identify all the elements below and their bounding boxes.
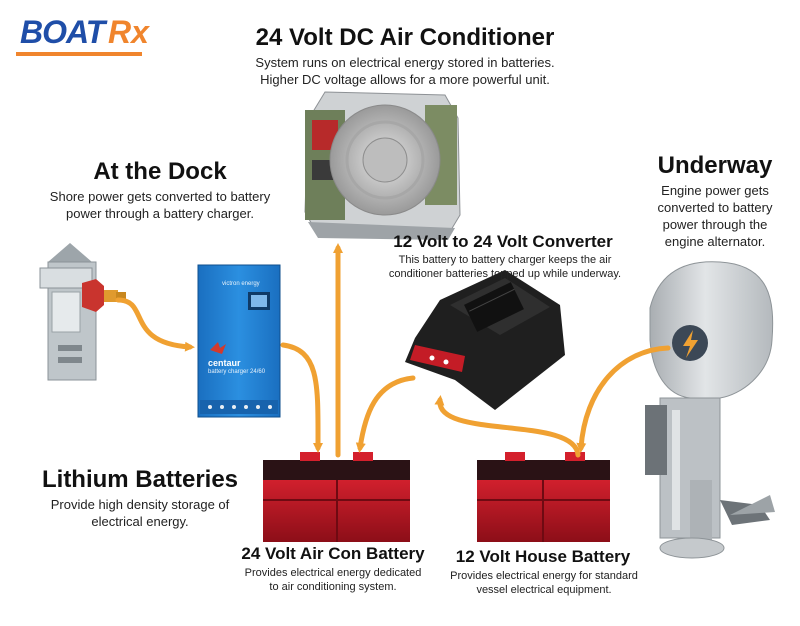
house-battery-description: Provides electrical energy for standard … — [432, 569, 656, 597]
converter-description: This battery to battery charger keeps th… — [360, 253, 650, 281]
logo-underline — [16, 52, 142, 56]
underway-description: Engine power gets converted to battery p… — [640, 182, 790, 250]
lithium-title: Lithium Batteries — [41, 466, 239, 493]
boatrx-logo[interactable]: BOAT Rx — [16, 14, 156, 58]
underway-description-line4: engine alternator. — [664, 234, 766, 249]
dc-dc-converter — [405, 270, 565, 410]
charger-model: centaur — [208, 358, 241, 368]
ac-battery-description: Provides electrical energy dedicated to … — [220, 566, 446, 594]
ac-title: 24 Volt DC Air Conditioner — [255, 24, 555, 51]
house-battery-title: 12 Volt House Battery — [455, 547, 631, 566]
logo-text: BOAT — [20, 14, 105, 50]
lithium-description-line1: Provide high density storage of — [50, 497, 230, 512]
dock-description-line2: power through a battery charger. — [66, 206, 254, 221]
converter-description-line2: conditioner batteries topped up while un… — [388, 268, 622, 280]
ac-battery-description-line1: Provides electrical energy dedicated — [244, 567, 422, 579]
converter-title: 12 Volt to 24 Volt Converter — [393, 232, 613, 251]
arrow-engine-to-house-battery — [576, 345, 671, 453]
underway-description-line1: Engine power gets — [661, 183, 769, 198]
arrow-charger-to-ac-battery — [280, 342, 324, 453]
dock-description: Shore power gets converted to battery po… — [20, 188, 300, 222]
charger-brand: victron energy — [222, 281, 260, 287]
ac-description-line1: System runs on electrical energy stored … — [255, 55, 555, 70]
underway-title: Underway — [657, 152, 773, 179]
arrow-pedestal-to-charger — [115, 297, 195, 352]
arrow-converter-to-ac-battery — [355, 375, 416, 453]
underway-description-line2: converted to battery — [657, 200, 773, 215]
house-battery-description-line1: Provides electrical energy for standard — [450, 570, 638, 582]
air-conditioner-unit — [304, 91, 461, 240]
lithium-description-line2: electrical energy. — [91, 514, 189, 529]
underway-description-line3: power through the — [662, 217, 768, 232]
ac-description-line2: Higher DC voltage allows for a more powe… — [260, 72, 550, 87]
converter-description-line1: This battery to battery charger keeps th… — [398, 254, 612, 266]
charger-label: battery charger 24/60 — [208, 369, 266, 375]
logo-accent: Rx — [108, 14, 149, 50]
outboard-engine — [645, 261, 775, 559]
air-con-battery-graphic — [263, 452, 410, 542]
dock-description-line1: Shore power gets converted to battery — [49, 189, 271, 204]
house-battery-graphic — [477, 452, 610, 542]
battery-charger — [197, 264, 281, 418]
flow-arrows — [115, 243, 671, 458]
ac-description: System runs on electrical energy stored … — [210, 54, 600, 88]
ac-battery-description-line2: to air conditioning system. — [269, 581, 397, 593]
lithium-description: Provide high density storage of electric… — [20, 496, 260, 530]
shore-power-pedestal — [39, 243, 126, 381]
house-battery-description-line2: vessel electrical equipment. — [476, 584, 612, 596]
dock-title: At the Dock — [93, 158, 227, 185]
ac-battery-title: 24 Volt Air Con Battery — [241, 544, 425, 563]
arrow-house-battery-to-converter — [434, 395, 581, 458]
